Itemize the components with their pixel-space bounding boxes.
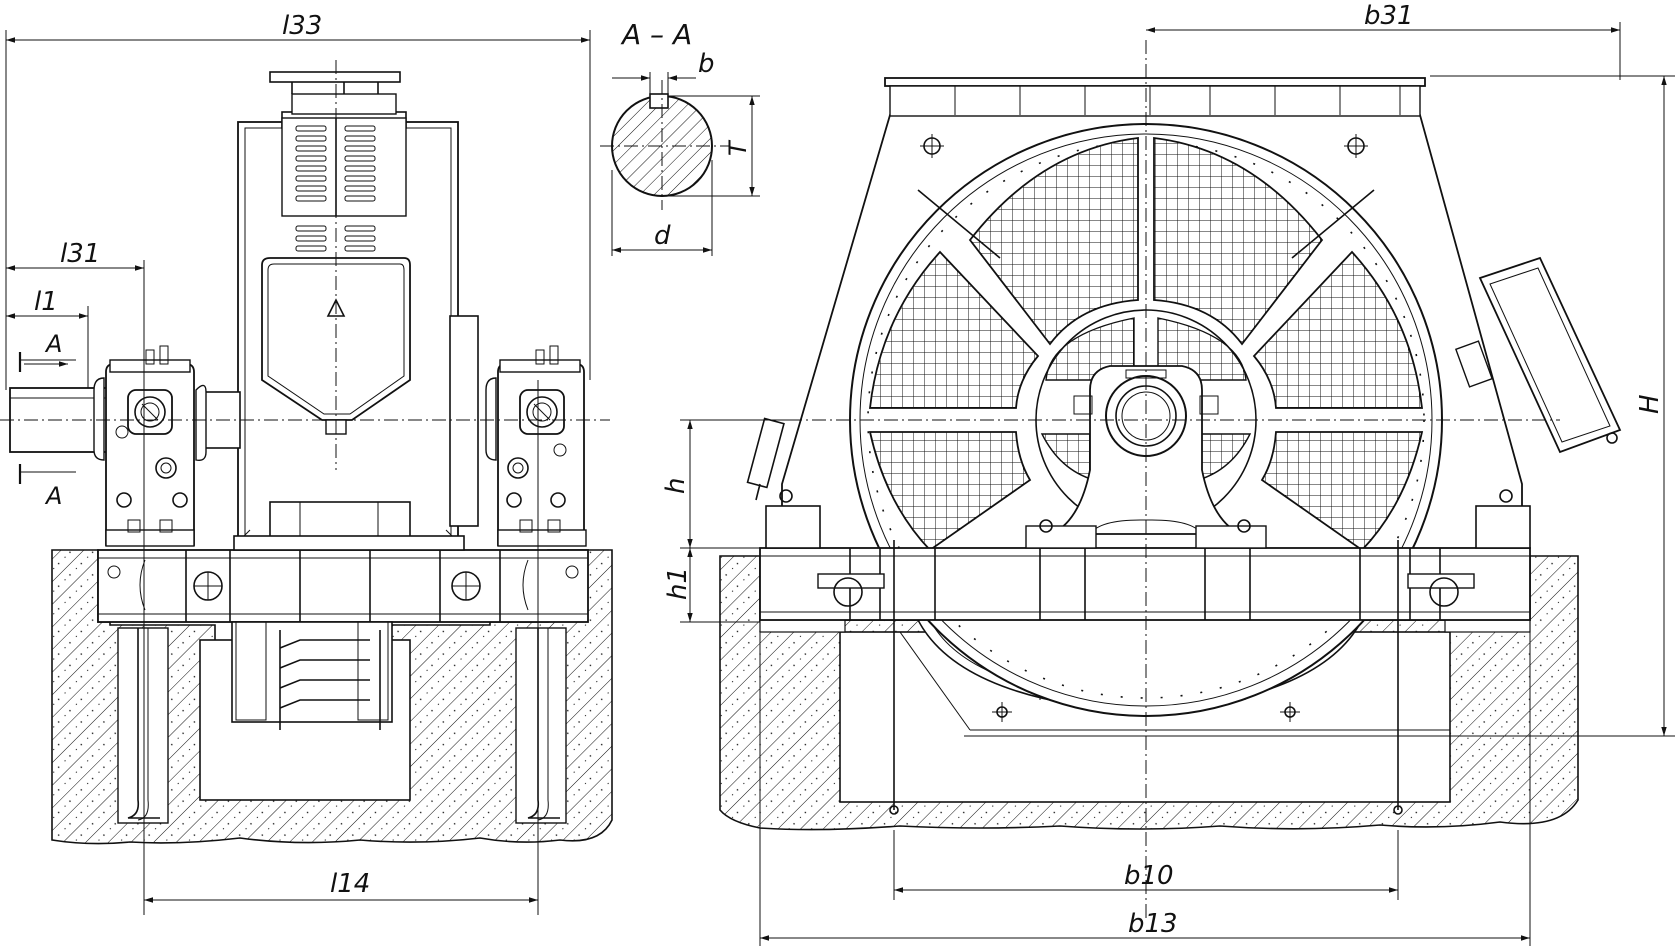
section-aa-label: A – A (620, 18, 692, 51)
right-centerlines (740, 40, 1560, 920)
dim-label-h1: h1 (663, 567, 693, 600)
dim-label-T: T (724, 139, 752, 156)
section-marker-top: A (44, 330, 62, 358)
dim-label-H: H (1635, 394, 1665, 414)
dim-label-b31: b31 (1364, 1, 1414, 31)
section-aa: A – A b T d (600, 18, 760, 256)
dim-label-b13: b13 (1128, 909, 1178, 939)
right-dimensions (680, 22, 1675, 946)
right-sensor (746, 417, 785, 501)
left-lower-structure (231, 621, 393, 730)
left-motor-body (233, 71, 479, 551)
left-base-frame (97, 549, 589, 623)
section-marker-bottom: A (44, 482, 62, 510)
dim-label-b10: b10 (1124, 861, 1174, 891)
left-vent-louvers (295, 125, 376, 252)
dim-label-l31: l31 (60, 239, 100, 269)
dim-label-d: d (654, 221, 671, 251)
right-base-frame (759, 489, 1531, 815)
dim-label-h: h (661, 478, 691, 494)
left-bearing-pedestal-2 (485, 345, 587, 547)
dim-label-b: b (698, 49, 715, 79)
right-dimension-labels: b31 H h h1 b10 b13 (661, 1, 1665, 939)
dim-label-l33: l33 (282, 11, 322, 41)
dim-label-l1: l1 (34, 287, 58, 317)
left-centerlines (0, 60, 610, 915)
left-dimension-labels: l33 l31 l1 l14 A A (34, 11, 370, 899)
right-terminal-box (1454, 256, 1622, 454)
left-dimensions (5, 30, 591, 903)
dim-label-l14: l14 (330, 869, 370, 899)
left-bearing-pedestal-1 (93, 345, 207, 547)
